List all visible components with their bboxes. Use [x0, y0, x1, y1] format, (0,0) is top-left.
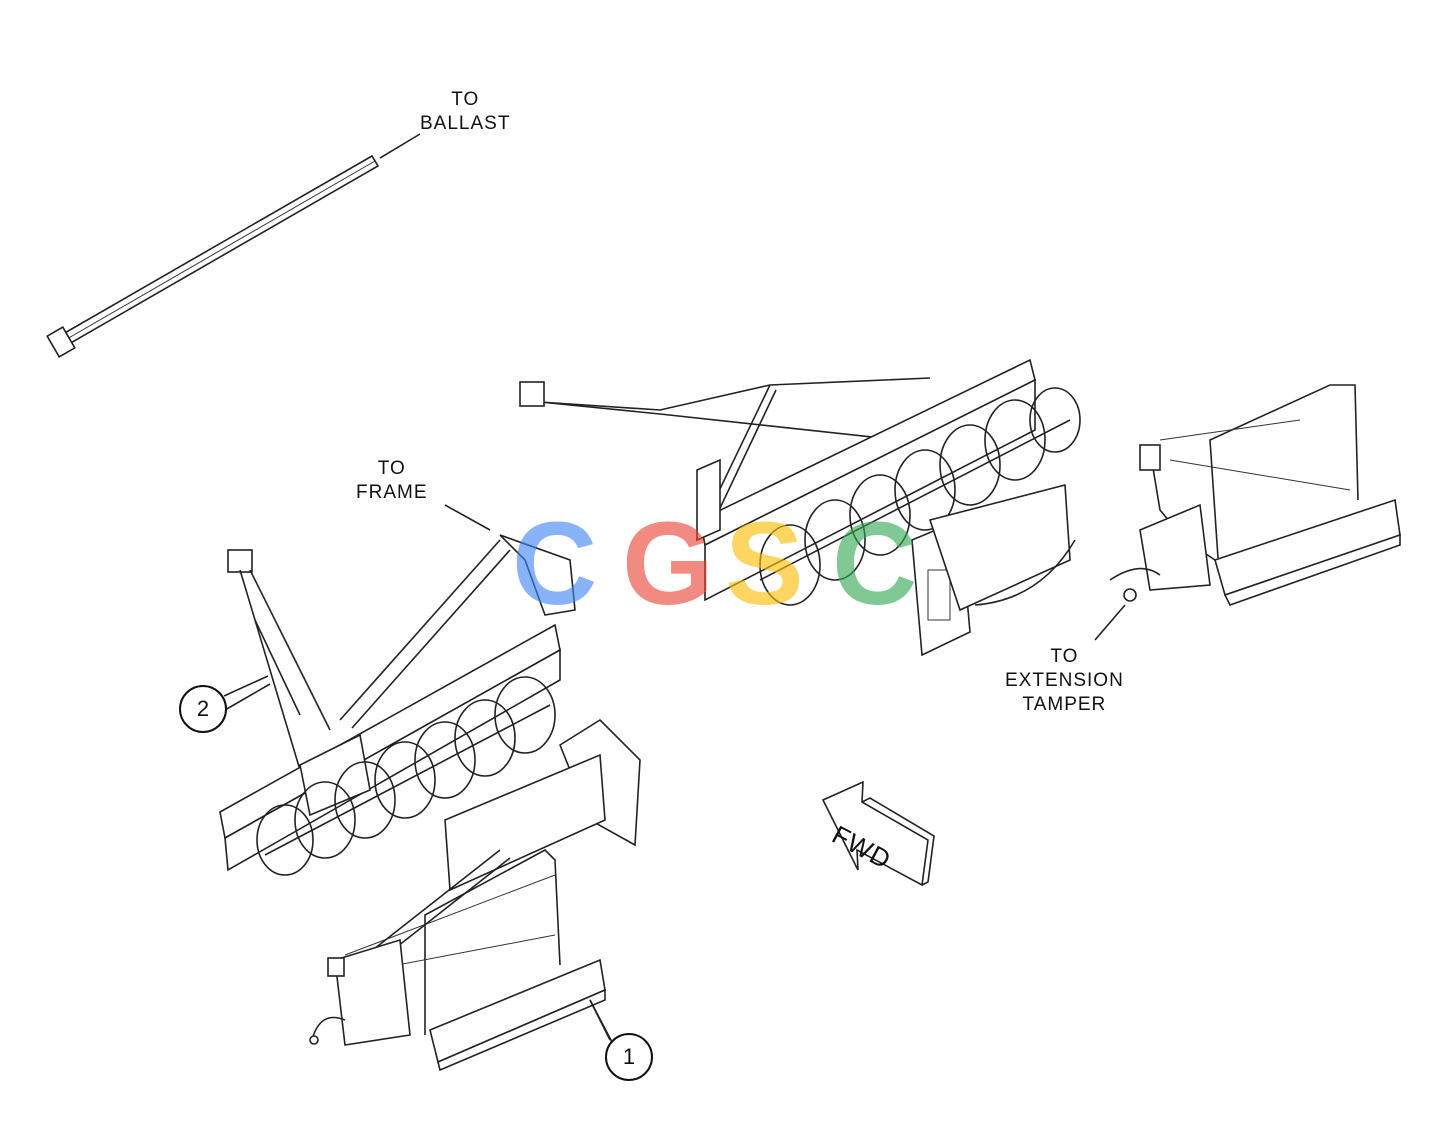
callout-1: 1 — [605, 1033, 653, 1081]
lower-operator-station — [309, 718, 641, 1072]
label-to-frame-line-1: TO — [377, 458, 406, 479]
callout-2-leader — [223, 675, 269, 697]
label-to-frame-line-2: FRAME — [356, 482, 428, 503]
upper-auger-assembly — [519, 358, 1081, 657]
callout-1-leader — [589, 999, 613, 1043]
watermark-letter-4: C — [832, 498, 918, 630]
watermark-letter-1: C — [512, 498, 598, 630]
label-to-frame: TO FRAME — [356, 457, 428, 505]
label-to-extension-tamper-line-1: TO — [1050, 646, 1079, 667]
callout-2: 2 — [179, 685, 227, 733]
label-to-extension-tamper-line-3: TAMPER — [1022, 694, 1107, 715]
label-to-ballast-line-2: BALLAST — [420, 113, 511, 134]
label-to-ballast: TO BALLAST — [420, 88, 510, 136]
label-to-extension-tamper-line-2: EXTENSION — [1005, 670, 1124, 691]
label-to-ballast-line-1: TO — [451, 89, 480, 110]
left-auger-assembly — [219, 504, 576, 876]
ballast-rod — [46, 133, 421, 358]
watermark-letter-2: G — [622, 498, 714, 630]
fwd-arrow — [821, 780, 935, 887]
label-to-extension-tamper: TO EXTENSION TAMPER — [1005, 645, 1124, 717]
right-operator-station — [1094, 384, 1401, 641]
watermark-letter-3: S — [725, 498, 804, 630]
